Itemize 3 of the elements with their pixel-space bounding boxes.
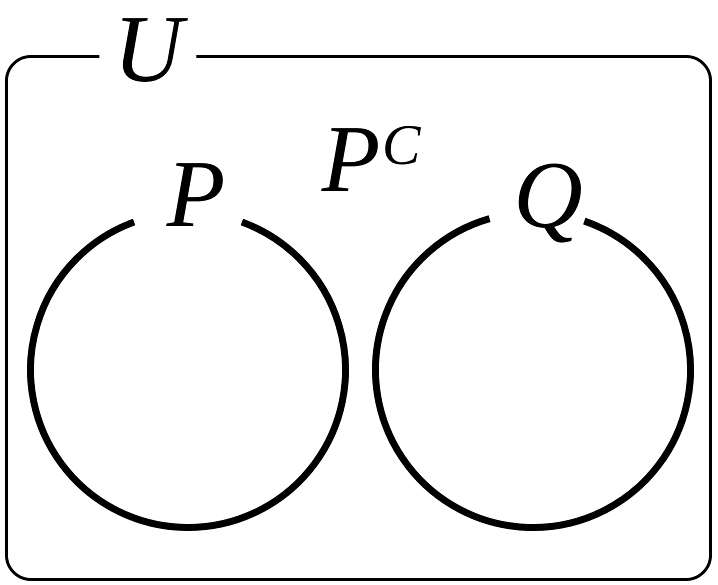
set-label: Q bbox=[513, 147, 583, 243]
set-label: P bbox=[166, 146, 226, 242]
complement-label: P$^{C}$ bbox=[322, 111, 420, 207]
